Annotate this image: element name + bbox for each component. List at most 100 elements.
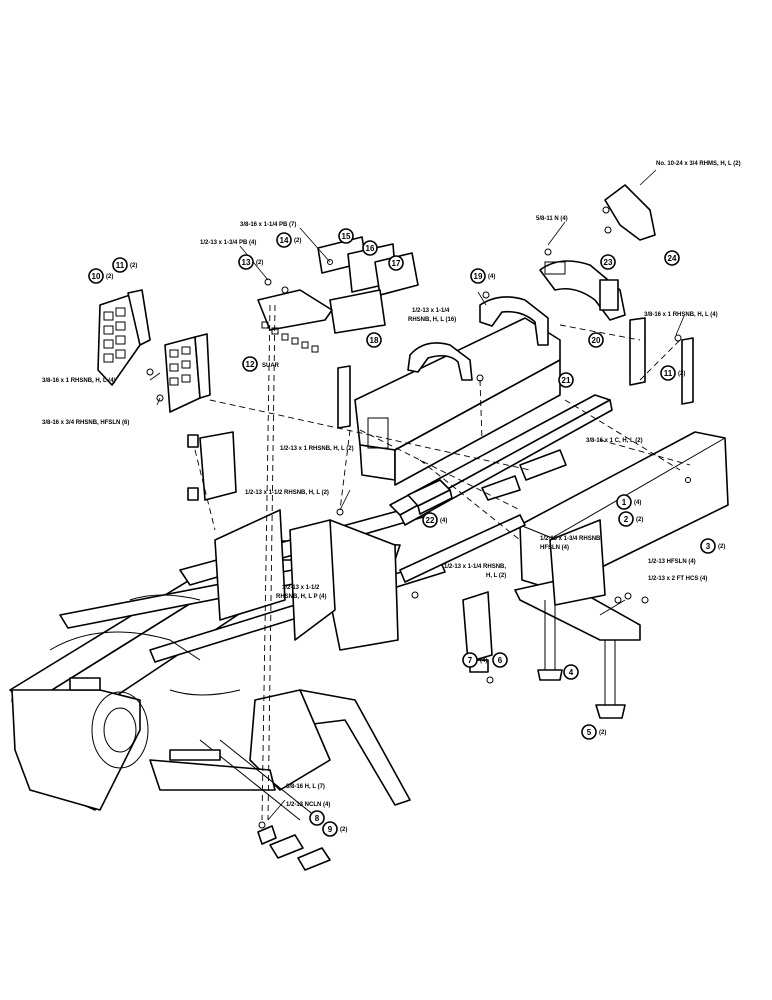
callout-10-qty: (2) [106, 274, 113, 280]
callout-15: 15 [338, 228, 354, 244]
label-h3: 3/8-16 x 1-1/4 PB (7) [240, 222, 296, 228]
callout-12: 12 [242, 356, 258, 372]
callout-11-left-number: 11 [116, 261, 125, 270]
plates-bottom-9 [257, 825, 331, 871]
callout-16-number: 16 [366, 244, 375, 253]
callout-9-qty: (2) [340, 827, 347, 833]
toolbox-panel-10 [97, 289, 151, 386]
callout-4-number: 4 [569, 668, 574, 677]
plate-11-right [629, 317, 646, 386]
bracket-20 [539, 260, 626, 321]
channel-lower [399, 514, 526, 583]
callout-3: 3 (2) [700, 538, 725, 554]
shield-24 [604, 184, 656, 241]
callout-9: 9 (2) [322, 821, 347, 837]
label-h10: 1/2-13 x 1 RHSNB, H, L (2) [280, 446, 354, 452]
callout-2: 2 (2) [618, 511, 643, 527]
callout-21-number: 21 [562, 376, 571, 385]
callout-15-number: 15 [342, 232, 351, 241]
label-h20: H, L (2) [486, 573, 506, 579]
label-h17: 1/2-13 x 1-1/2 [282, 585, 320, 591]
callout-14-qty: (2) [294, 238, 301, 244]
callout-5: 5 (2) [581, 724, 606, 740]
callout-22-number: 22 [426, 516, 435, 525]
main-frame [9, 504, 446, 821]
callout-3-qty: (2) [718, 544, 725, 550]
callout-8-number: 8 [315, 814, 320, 823]
callout-8: 8 [309, 810, 325, 826]
callout-14-number: 14 [280, 236, 289, 245]
callout-11-right: 11 (2) [660, 365, 685, 381]
leader-lines [149, 169, 685, 821]
callout-20-number: 20 [592, 336, 601, 345]
bracket-12 [257, 289, 333, 353]
callout-6: 6 [492, 652, 508, 668]
plate-left-vertical [187, 431, 237, 501]
callout-10-number: 10 [92, 272, 101, 281]
callout-4: 4 [563, 664, 579, 680]
callout-7-qty: (4) [480, 658, 487, 664]
callout-2-number: 2 [624, 515, 629, 524]
label-h19: 1/2-13 x 1-1/4 RHSNB, [444, 564, 506, 570]
label-h1: No. 10-24 x 3/4 RHMS, H, L (2) [656, 161, 741, 167]
callout-13: 13 (2) [238, 254, 263, 270]
label-h9: 3/8-16 x 3/4 RHSNB, HFSLN (6) [42, 420, 129, 426]
label-h4: 1/2-13 x 1-3/4 PB (4) [200, 240, 256, 246]
label-h5: 1/2-13 x 1-1/4 [412, 308, 450, 314]
label-h16: 1/2-13 x 2 FT HCS (4) [648, 576, 707, 582]
callout-22: 22 (4) [422, 512, 447, 528]
callout-20: 20 [588, 332, 604, 348]
plate-8 [462, 591, 493, 673]
label-h11: 3/8-16 x 1 C, H, L (2) [586, 438, 643, 444]
label-h22: 1/2-13 NCLN (4) [286, 802, 330, 808]
callout-13-qty: (2) [256, 260, 263, 266]
callout-13-number: 13 [242, 258, 251, 267]
label-h12: 1/2-13 x 1-1/2 RHSNB, H, L (2) [245, 490, 329, 496]
callout-21: 21 [558, 372, 574, 388]
label-h2: 5/8-11 N (4) [536, 216, 568, 222]
callout-14: 14 (2) [276, 232, 301, 248]
label-h15: 1/2-13 HFSLN (4) [648, 559, 696, 565]
callout-11-right-qty: (2) [678, 371, 685, 377]
callout-19-number: 19 [474, 272, 483, 281]
callout-19: 19 (4) [470, 268, 495, 284]
callout-17: 17 [388, 255, 404, 271]
callout-23-number: 23 [604, 258, 613, 267]
callout-10: 10 (2) [88, 268, 113, 284]
label-h14: HFSLN (4) [540, 545, 569, 551]
callout-11-left: 11 (2) [112, 257, 137, 273]
callout-19-qty: (4) [488, 274, 495, 280]
callout-3-number: 3 [706, 542, 711, 551]
callout-6-number: 6 [498, 656, 503, 665]
label-h21: 3/8-16 H, L (7) [286, 784, 325, 790]
callout-1: 1 (4) [616, 494, 641, 510]
bracket-22 [407, 449, 567, 515]
plate-right-vertical [681, 337, 694, 405]
label-h8: 3/8-16 x 1 RHSNB, H, L (4) [42, 378, 116, 384]
callout-7: 7 (4) [462, 652, 487, 668]
callout-1-number: 1 [622, 498, 627, 507]
callout-11-right-number: 11 [664, 369, 673, 378]
callout-5-number: 5 [587, 728, 592, 737]
label-h18: RHSNB, H, L P (4) [276, 594, 326, 600]
label-h13: 1/2-13 x 1-3/4 RHSNB, [540, 536, 602, 542]
label-h23: SUAR [262, 363, 280, 369]
hardware-marks [146, 206, 691, 829]
callout-18-number: 18 [370, 336, 379, 345]
label-h7: 3/8-16 x 1 RHSNB, H, L (4) [644, 312, 718, 318]
hardware-labels: No. 10-24 x 3/4 RHMS, H, L (2) 5/8-11 N … [42, 161, 741, 808]
callout-16: 16 [362, 240, 378, 256]
label-h6: RHSNB, H, L (16) [408, 317, 456, 323]
callout-22-qty: (4) [440, 518, 447, 524]
callout-24-number: 24 [668, 254, 677, 263]
callout-23: 23 [600, 254, 616, 270]
callout-2-qty: (2) [636, 517, 643, 523]
callout-24: 24 [664, 250, 680, 266]
callout-18: 18 [366, 332, 382, 348]
assembly-lines [194, 304, 691, 821]
bracket-4 [514, 519, 641, 719]
hitch-bar-assembly [354, 296, 561, 486]
plate-center-vertical [337, 365, 351, 429]
callout-5-qty: (2) [599, 730, 606, 736]
